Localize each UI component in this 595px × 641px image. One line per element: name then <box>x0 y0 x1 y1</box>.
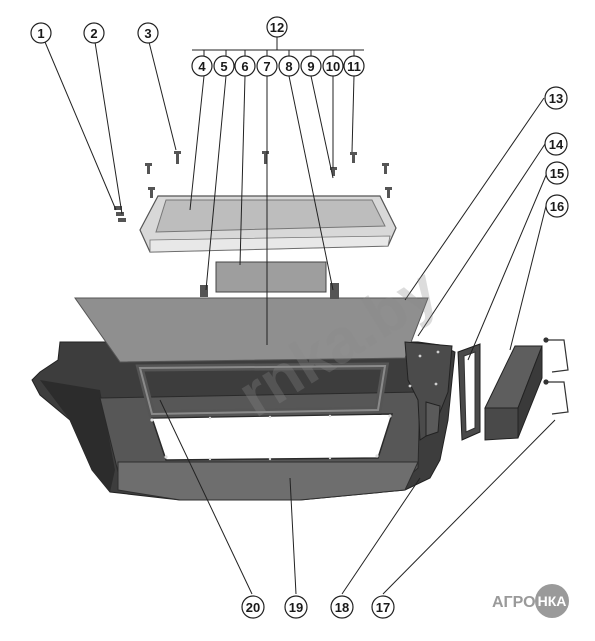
housing-assembly <box>31 297 456 501</box>
svg-text:5: 5 <box>220 59 227 74</box>
logo-badge-icon <box>535 584 569 618</box>
callout-7: 7 <box>256 55 278 77</box>
callout-2: 2 <box>83 22 105 44</box>
callout-8: 8 <box>278 55 300 77</box>
callout-6: 6 <box>234 55 256 77</box>
callout-16: 16 <box>545 194 569 218</box>
callout-3: 3 <box>137 22 159 44</box>
svg-text:8: 8 <box>285 59 292 74</box>
leader-lines <box>44 37 556 595</box>
small-block-8 <box>330 283 339 299</box>
tab-plate <box>425 401 441 437</box>
svg-text:14: 14 <box>549 137 564 152</box>
callout-13: 13 <box>544 86 568 110</box>
svg-text:6: 6 <box>241 59 248 74</box>
svg-text:17: 17 <box>376 600 390 615</box>
callout-5: 5 <box>213 55 235 77</box>
callout-19: 19 <box>284 595 308 619</box>
svg-text:4: 4 <box>198 59 206 74</box>
callout-15: 15 <box>545 161 569 185</box>
svg-text:12: 12 <box>270 20 284 35</box>
top-panel <box>74 297 429 363</box>
callout-11: 11 <box>343 55 365 77</box>
svg-text:1: 1 <box>37 26 44 41</box>
brand-logo: АГРО НКА <box>492 584 569 618</box>
screws <box>114 151 392 222</box>
spring-clips <box>543 337 569 415</box>
svg-text:3: 3 <box>144 26 151 41</box>
callout-20: 20 <box>241 595 265 619</box>
insulation-plate <box>215 261 327 293</box>
rubber-seal-frame <box>457 343 481 441</box>
housing-left-face <box>40 380 115 492</box>
callout-18: 18 <box>330 595 354 619</box>
small-block-5 <box>200 285 208 297</box>
svg-text:2: 2 <box>90 26 97 41</box>
logo-text-agro: АГРО <box>492 594 536 611</box>
svg-text:19: 19 <box>289 600 303 615</box>
bottom-lip <box>117 461 419 501</box>
svg-text:16: 16 <box>550 199 564 214</box>
filter-block <box>484 345 543 441</box>
callout-4: 4 <box>191 55 213 77</box>
opening-bolts <box>150 414 392 461</box>
svg-text:15: 15 <box>550 166 564 181</box>
svg-text:9: 9 <box>307 59 314 74</box>
callout-14: 14 <box>544 132 568 156</box>
svg-text:10: 10 <box>326 59 340 74</box>
callout-17: 17 <box>371 595 395 619</box>
svg-text:7: 7 <box>263 59 270 74</box>
gasket-frame-inner <box>138 364 387 416</box>
window-opening <box>150 413 394 461</box>
logo-badge-text: НКА <box>538 593 567 609</box>
callout-12: 12 <box>266 16 288 38</box>
callout-1: 1 <box>30 22 52 44</box>
callout-10: 10 <box>322 55 344 77</box>
svg-text:11: 11 <box>347 59 361 74</box>
svg-text:18: 18 <box>335 600 349 615</box>
callout-9: 9 <box>300 55 322 77</box>
svg-text:13: 13 <box>549 91 563 106</box>
side-bracket-holes <box>408 350 440 388</box>
cover-lid <box>139 195 397 253</box>
svg-text:20: 20 <box>246 600 260 615</box>
